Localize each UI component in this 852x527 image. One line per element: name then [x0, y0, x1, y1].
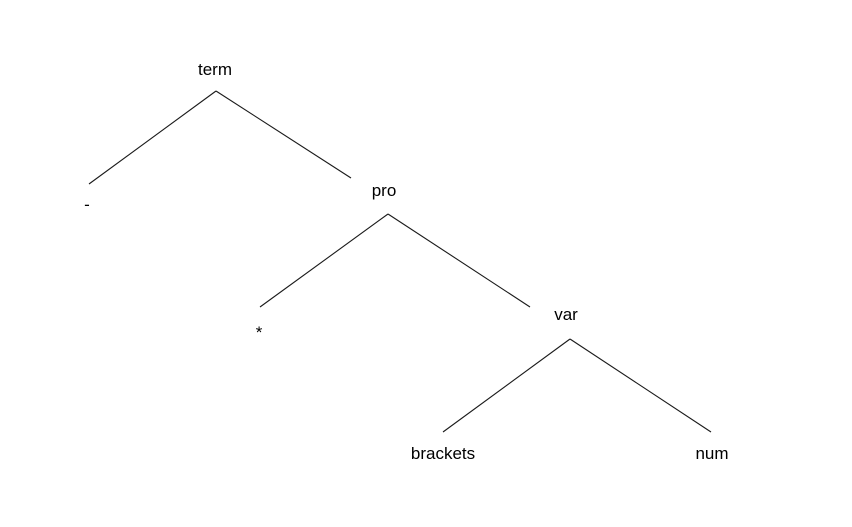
- edge-var-to-brackets: [442, 338, 571, 433]
- node-num: num: [695, 444, 728, 463]
- edge-term-to-minus: [88, 90, 217, 185]
- edge-pro-to-star: [259, 213, 389, 308]
- node-star: *: [256, 323, 263, 342]
- node-pro: pro: [372, 181, 397, 200]
- tree-edges: [88, 90, 712, 433]
- node-brackets: brackets: [411, 444, 475, 463]
- tree-labels: term - pro * var brackets num: [84, 60, 728, 463]
- edge-term-to-pro: [215, 90, 352, 179]
- edge-pro-to-var: [387, 213, 531, 308]
- edge-var-to-num: [569, 338, 712, 433]
- node-minus: -: [84, 195, 90, 214]
- node-term: term: [198, 60, 232, 79]
- node-var: var: [554, 305, 578, 324]
